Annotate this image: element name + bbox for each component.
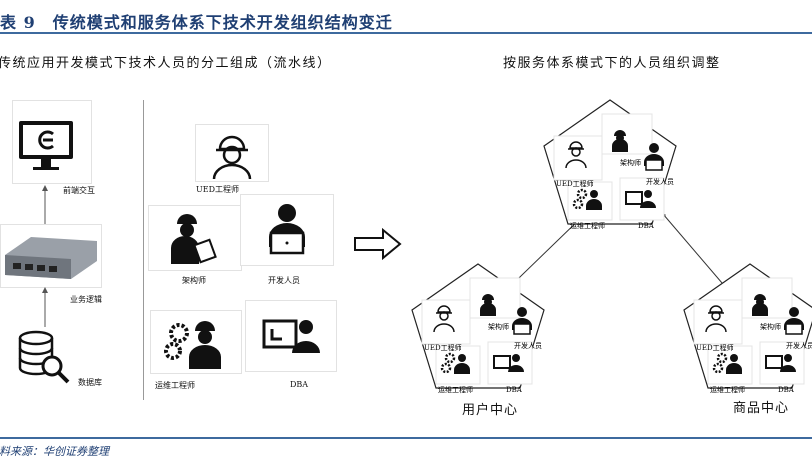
role-label: 运维工程师 — [710, 385, 745, 394]
source-note: 资料来源：华创证券整理 — [0, 445, 109, 458]
service-org-diagram: 架构师 UED工程师 开发人员 运维工程师 DBA 架构师 UED工程师 开发人… — [410, 98, 812, 394]
role-label: UED工程师 — [696, 343, 734, 352]
left-subtitle: 传统应用开发模式下技术人员的分工组成（流水线） — [0, 56, 332, 71]
team-pentagon-top: 架构师 UED工程师 开发人员 运维工程师 DBA — [542, 98, 678, 230]
role-label: UED工程师 — [424, 343, 462, 352]
footer-rule — [0, 437, 812, 439]
role-label: 开发人员 — [514, 341, 542, 350]
role-label: 架构师 — [488, 322, 509, 331]
role-label: 架构师 — [182, 276, 206, 285]
role-label: 开发人员 — [646, 177, 674, 186]
arrow-up-icon — [42, 185, 48, 225]
frontend-label: 前端交互 — [63, 186, 95, 195]
role-label: 运维工程师 — [570, 221, 605, 230]
team-pentagon-user-center: 架构师 UED工程师 开发人员 运维工程师 DBA — [410, 262, 546, 394]
ued-card — [195, 124, 269, 182]
ops-card — [150, 310, 242, 374]
transition-arrow-icon — [354, 228, 402, 260]
frontend-card — [12, 100, 92, 184]
role-label: 架构师 — [760, 322, 781, 331]
role-label: 运维工程师 — [438, 385, 473, 394]
role-label: DBA — [638, 222, 655, 230]
role-label: DBA — [778, 386, 795, 394]
logic-label: 业务逻辑 — [70, 295, 102, 304]
dba-card — [245, 300, 337, 372]
role-label: 开发人员 — [786, 341, 812, 350]
role-label: UED工程师 — [556, 179, 594, 188]
user-center-label: 用户中心 — [462, 403, 519, 418]
role-label: UED工程师 — [196, 185, 239, 194]
figure-title: 表 9 传统模式和服务体系下技术开发组织结构变迁 — [0, 13, 393, 32]
divider — [143, 100, 144, 400]
developer-icon — [269, 204, 305, 255]
role-label: 开发人员 — [268, 276, 300, 285]
engineer-icon — [212, 135, 252, 180]
right-subtitle: 按服务体系模式下的人员组织调整 — [503, 56, 721, 71]
monitor-icon — [19, 121, 73, 170]
role-label: DBA — [506, 386, 523, 394]
architect-card — [148, 205, 242, 271]
title-rule — [0, 32, 812, 34]
role-label: 架构师 — [620, 158, 641, 167]
switch-icon — [5, 237, 97, 279]
arrow-up-icon — [42, 287, 48, 327]
architect-icon — [171, 214, 217, 264]
developer-card — [240, 194, 334, 266]
team-pentagon-product-center: 架构师 UED工程师 开发人员 运维工程师 DBA — [682, 262, 812, 394]
gears-engineer-icon — [164, 321, 221, 369]
database-icon — [18, 330, 70, 384]
product-center-label: 商品中心 — [733, 401, 790, 416]
database-label: 数据库 — [78, 378, 102, 387]
role-label: 运维工程师 — [155, 381, 195, 390]
logic-card — [0, 224, 102, 288]
role-label: DBA — [290, 380, 309, 389]
dba-icon — [262, 319, 320, 353]
